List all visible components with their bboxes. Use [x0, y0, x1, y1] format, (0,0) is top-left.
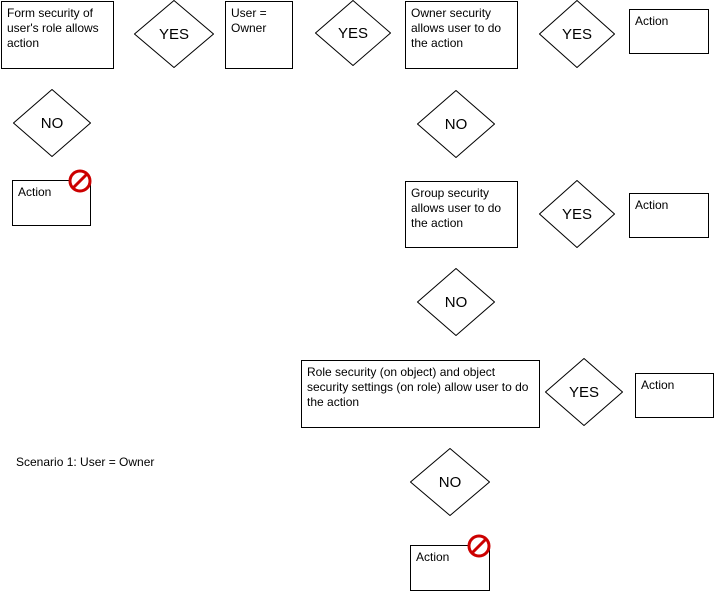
form-security-text: Form security of user's role allows acti… [7, 6, 99, 50]
decision-no-3: NO [417, 268, 495, 336]
action-text: Action [635, 198, 669, 212]
decision-no-1: NO [13, 89, 91, 157]
prohibited-icon [68, 169, 92, 193]
decision-yes-1: YES [134, 0, 214, 68]
group-security-text: Group security allows user to do the act… [411, 186, 502, 230]
action-box-3: Action [635, 373, 714, 418]
decision-label: YES [561, 25, 592, 43]
action-text: Action [635, 14, 669, 28]
decision-label: YES [561, 205, 592, 223]
user-owner-text: User = Owner [231, 6, 267, 35]
diamond-shape [410, 448, 490, 516]
role-security-box: Role security (on object) and object sec… [301, 360, 540, 428]
decision-label: YES [568, 383, 599, 401]
scenario-caption: Scenario 1: User = Owner [16, 455, 155, 469]
decision-label: YES [158, 25, 189, 43]
diamond-shape [134, 0, 214, 68]
decision-label: YES [337, 24, 368, 42]
decision-label: NO [444, 115, 468, 133]
diamond-shape [417, 268, 495, 336]
decision-no-4: NO [410, 448, 490, 516]
decision-label: NO [444, 293, 468, 311]
action-box-2: Action [629, 193, 709, 238]
decision-yes-4: YES [539, 180, 615, 248]
diamond-shape [539, 180, 615, 248]
action-box-1: Action [629, 9, 709, 54]
group-security-box: Group security allows user to do the act… [405, 181, 518, 248]
decision-yes-5: YES [545, 358, 623, 426]
owner-security-text: Owner security allows user to do the act… [411, 6, 502, 50]
action-text: Action [18, 185, 52, 199]
decision-label: NO [40, 114, 64, 132]
decision-yes-2: YES [315, 0, 391, 66]
owner-security-box: Owner security allows user to do the act… [405, 1, 518, 69]
action-text: Action [641, 378, 675, 392]
role-security-text: Role security (on object) and object sec… [307, 365, 529, 409]
decision-label: NO [438, 473, 462, 491]
user-owner-box: User = Owner [225, 1, 293, 69]
diamond-shape [539, 0, 615, 68]
action-text: Action [416, 550, 450, 564]
decision-no-2: NO [417, 90, 495, 158]
prohibited-icon [467, 534, 491, 558]
diamond-shape [417, 90, 495, 158]
diamond-shape [545, 358, 623, 426]
form-security-box: Form security of user's role allows acti… [1, 1, 114, 69]
decision-yes-3: YES [539, 0, 615, 68]
diamond-shape [13, 89, 91, 157]
diamond-shape [315, 0, 391, 66]
